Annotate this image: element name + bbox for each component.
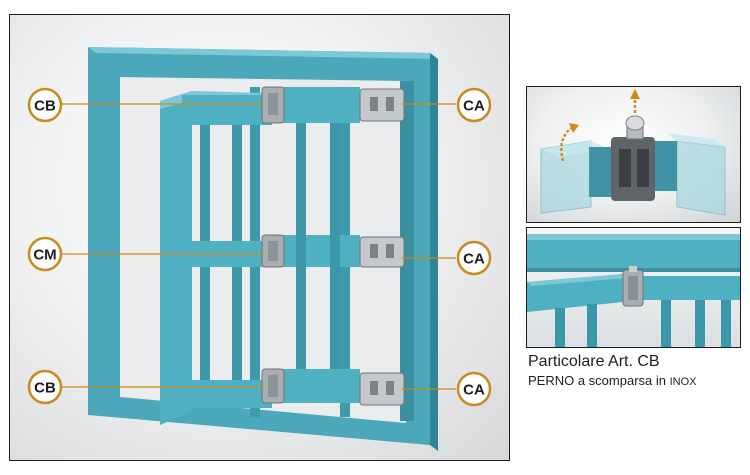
hinge-cb-bottom — [261, 368, 285, 404]
callout-cb-top: CB — [27, 87, 63, 123]
svg-text:CA: CA — [463, 382, 485, 399]
caption-subtitle: PERNO a scomparsa in INOX — [528, 373, 697, 388]
callout-ca-bottom: CA — [456, 371, 492, 407]
caption-title: Particolare Art. CB — [528, 353, 660, 370]
main-illustration-panel: CB CA CM CA CB CA — [9, 14, 510, 461]
hinge-ca-middle — [359, 236, 405, 268]
svg-text:CA: CA — [463, 98, 485, 115]
caption-subtitle-main: PERNO a scomparsa in — [528, 373, 670, 388]
pin-detail-illustration — [540, 89, 726, 216]
fixed-sash — [280, 81, 414, 421]
callout-cm-middle: CM — [27, 236, 63, 272]
detail-closeup-panel — [526, 227, 741, 348]
caption-material: INOX — [669, 376, 697, 388]
detail-pin-panel — [526, 86, 741, 223]
svg-text:CB: CB — [34, 380, 56, 397]
hinge-ca-top — [359, 88, 405, 122]
svg-text:CB: CB — [34, 98, 56, 115]
svg-text:CA: CA — [463, 251, 485, 268]
closeup-illustration — [527, 234, 740, 347]
gate-frame-illustration: CB CA CM CA CB CA — [27, 47, 492, 451]
hinge-cb-top — [261, 86, 285, 124]
callout-cb-bottom: CB — [27, 369, 63, 405]
hinge-cm-middle — [261, 234, 285, 268]
hinge-ca-bottom — [359, 372, 405, 406]
svg-text:CM: CM — [33, 247, 56, 264]
callout-ca-middle: CA — [456, 240, 492, 276]
callout-ca-top: CA — [456, 87, 492, 123]
